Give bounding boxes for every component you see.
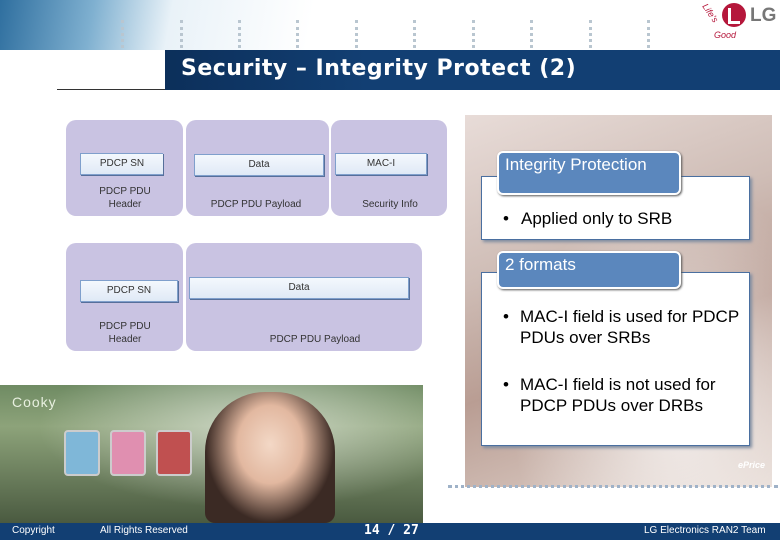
decor-dash: [238, 20, 244, 48]
formats-tab: 2 formats: [497, 251, 681, 289]
format2-label-header: PDCP PDU Header: [99, 321, 151, 345]
decor-dash: [355, 20, 361, 48]
phone-icon: [156, 430, 192, 476]
formats-bullet-2-text: MAC-I field is not used for PDCP PDUs ov…: [520, 375, 716, 415]
decor-dash: [530, 20, 536, 48]
integrity-tab: Integrity Protection: [497, 151, 681, 195]
footer-copyright: Copyright: [12, 525, 55, 536]
formats-bullet-2: •MAC-I field is not used for PDCP PDUs o…: [503, 375, 716, 415]
decor-dash: [296, 20, 302, 48]
portrait-image: [205, 392, 335, 523]
format2-field-pdcp-sn: PDCP SN: [80, 280, 178, 302]
footer-rights: All Rights Reserved: [100, 525, 188, 536]
format2-field-data: Data: [189, 277, 409, 299]
decor-dash: [647, 20, 653, 48]
format1-field-data: Data: [194, 154, 324, 176]
phone-icon: [110, 430, 146, 476]
decor-dash: [180, 20, 186, 48]
format1-field-pdcp-sn: PDCP SN: [80, 153, 163, 175]
decor-dots: [448, 485, 778, 494]
footer-bar: [0, 523, 780, 540]
page-number: 14 / 27: [364, 523, 419, 538]
formats-panel: [481, 272, 750, 446]
title-rule: [57, 89, 165, 90]
photo-caption-eprice: ePrice: [738, 460, 766, 470]
formats-bullet-1: •MAC-I field is used for PDCP PDUs over …: [503, 307, 739, 347]
formats-bullet-1-text: MAC-I field is used for PDCP PDUs over S…: [520, 307, 739, 347]
photo-caption-cooky: Cooky: [12, 394, 57, 410]
lg-logo-icon: [722, 3, 746, 27]
integrity-bullet: •Applied only to SRB: [503, 209, 673, 228]
logo-slogan-2: Good: [714, 30, 737, 40]
decor-dash: [472, 20, 478, 48]
format1-label-payload: PDCP PDU Payload: [210, 199, 302, 210]
logo-brand: LG: [750, 5, 777, 26]
decor-dash: [413, 20, 419, 48]
page-title: Security – Integrity Protect (2): [181, 56, 577, 81]
format1-label-header: PDCP PDU Header: [99, 186, 151, 210]
footer-team: LG Electronics RAN2 Team: [644, 525, 766, 536]
title-bar: [165, 50, 780, 90]
format2-label-payload: PDCP PDU Payload: [269, 334, 361, 345]
phone-icon: [64, 430, 100, 476]
integrity-bullet-text: Applied only to SRB: [521, 209, 673, 228]
format1-field-mac-i: MAC-I: [335, 153, 427, 175]
format1-label-security: Security Info: [362, 199, 418, 210]
header-band: [0, 0, 780, 50]
decor-dash: [121, 20, 127, 48]
decor-dash: [589, 20, 595, 48]
